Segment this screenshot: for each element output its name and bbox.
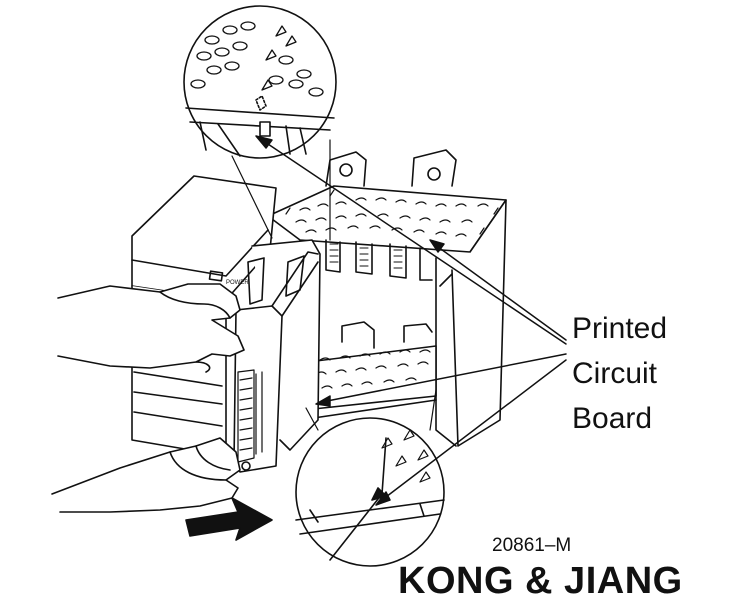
detail-circle-top	[183, 5, 337, 241]
detail-circle-bottom	[295, 389, 445, 567]
top-board-pattern	[285, 189, 499, 237]
hands	[51, 283, 245, 513]
watermark: KONG & JIANG	[398, 560, 683, 602]
insertion-arrow	[185, 497, 273, 541]
chassis	[267, 149, 507, 447]
mounting-hole-left	[339, 163, 353, 177]
svg-text:POWER: POWER	[226, 280, 249, 286]
callout-printed-circuit-board: Printed Circuit Board	[572, 306, 712, 441]
callout-line-2: Circuit	[572, 357, 658, 390]
figure-id: 20861–M	[492, 535, 572, 556]
callout-line-1: Printed	[572, 312, 668, 345]
mounting-tab-right	[411, 149, 457, 187]
lower-board-pattern	[315, 349, 431, 389]
io-module	[233, 239, 321, 473]
mounting-tab-left	[325, 151, 367, 187]
mounting-hole-right	[427, 167, 441, 181]
slot-openings	[325, 239, 433, 281]
power-led	[208, 270, 224, 282]
rack-right-wall	[451, 199, 507, 447]
callout-leaders	[255, 135, 567, 506]
callout-line-3: Board	[572, 402, 653, 435]
terminal-strip	[237, 369, 263, 463]
